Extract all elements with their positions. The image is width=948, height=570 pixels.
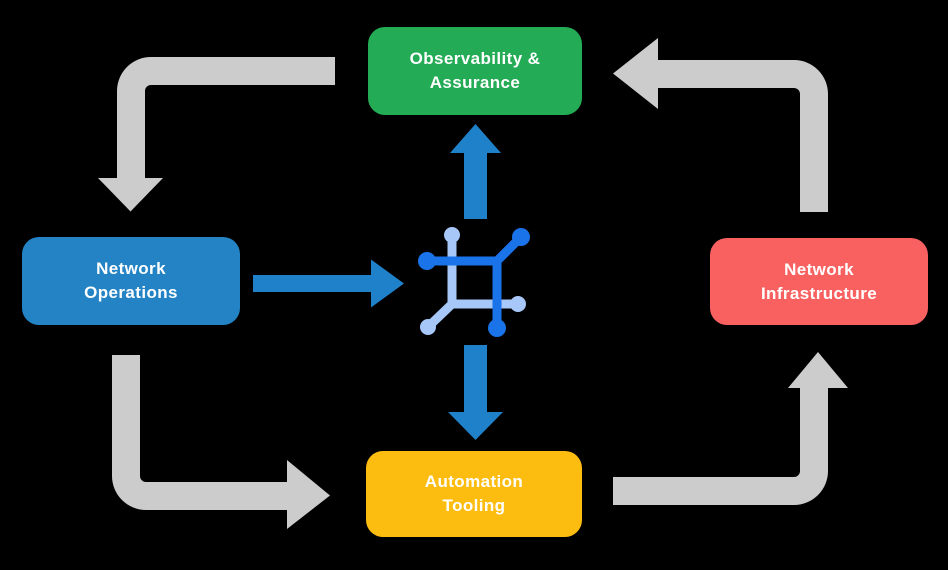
arrow-center-to-observability: [450, 124, 501, 219]
blue-arrows: [253, 124, 503, 440]
arrow-operations-to-center: [253, 259, 404, 308]
node-label-line: Network: [784, 259, 854, 279]
arrow-observability-to-operations: [98, 57, 335, 212]
icon-node: [510, 296, 526, 312]
node-label-line: Automation: [424, 472, 524, 491]
node-label-line: Observability &: [409, 49, 541, 68]
network-mesh-icon: [418, 227, 530, 337]
icon-node: [512, 228, 530, 246]
node-network-infrastructure: Network Infrastructure: [710, 238, 928, 325]
node-label-line: Infrastructure: [760, 283, 878, 303]
node-automation-tooling: Automation Tooling: [366, 451, 582, 537]
node-observability-assurance: Observability & Assurance: [368, 27, 582, 115]
gray-cycle-arrows: [98, 38, 848, 529]
icon-node: [488, 319, 506, 337]
icon-light-nodes: [420, 227, 526, 335]
node-label-line: Assurance: [429, 73, 521, 92]
arrow-infrastructure-to-observability: [613, 38, 828, 212]
icon-dark-nodes: [418, 228, 530, 337]
node-label-line: Operations: [84, 283, 178, 302]
icon-node: [444, 227, 460, 243]
icon-node: [418, 252, 436, 270]
icon-node: [420, 319, 436, 335]
node-label-line: Network: [96, 259, 166, 278]
node-label-line: Tooling: [442, 496, 506, 515]
arrow-operations-to-tooling: [112, 355, 330, 529]
arrow-tooling-to-infrastructure: [613, 352, 848, 505]
arrow-center-to-tooling: [448, 345, 503, 440]
node-network-operations: Network Operations: [22, 237, 240, 325]
